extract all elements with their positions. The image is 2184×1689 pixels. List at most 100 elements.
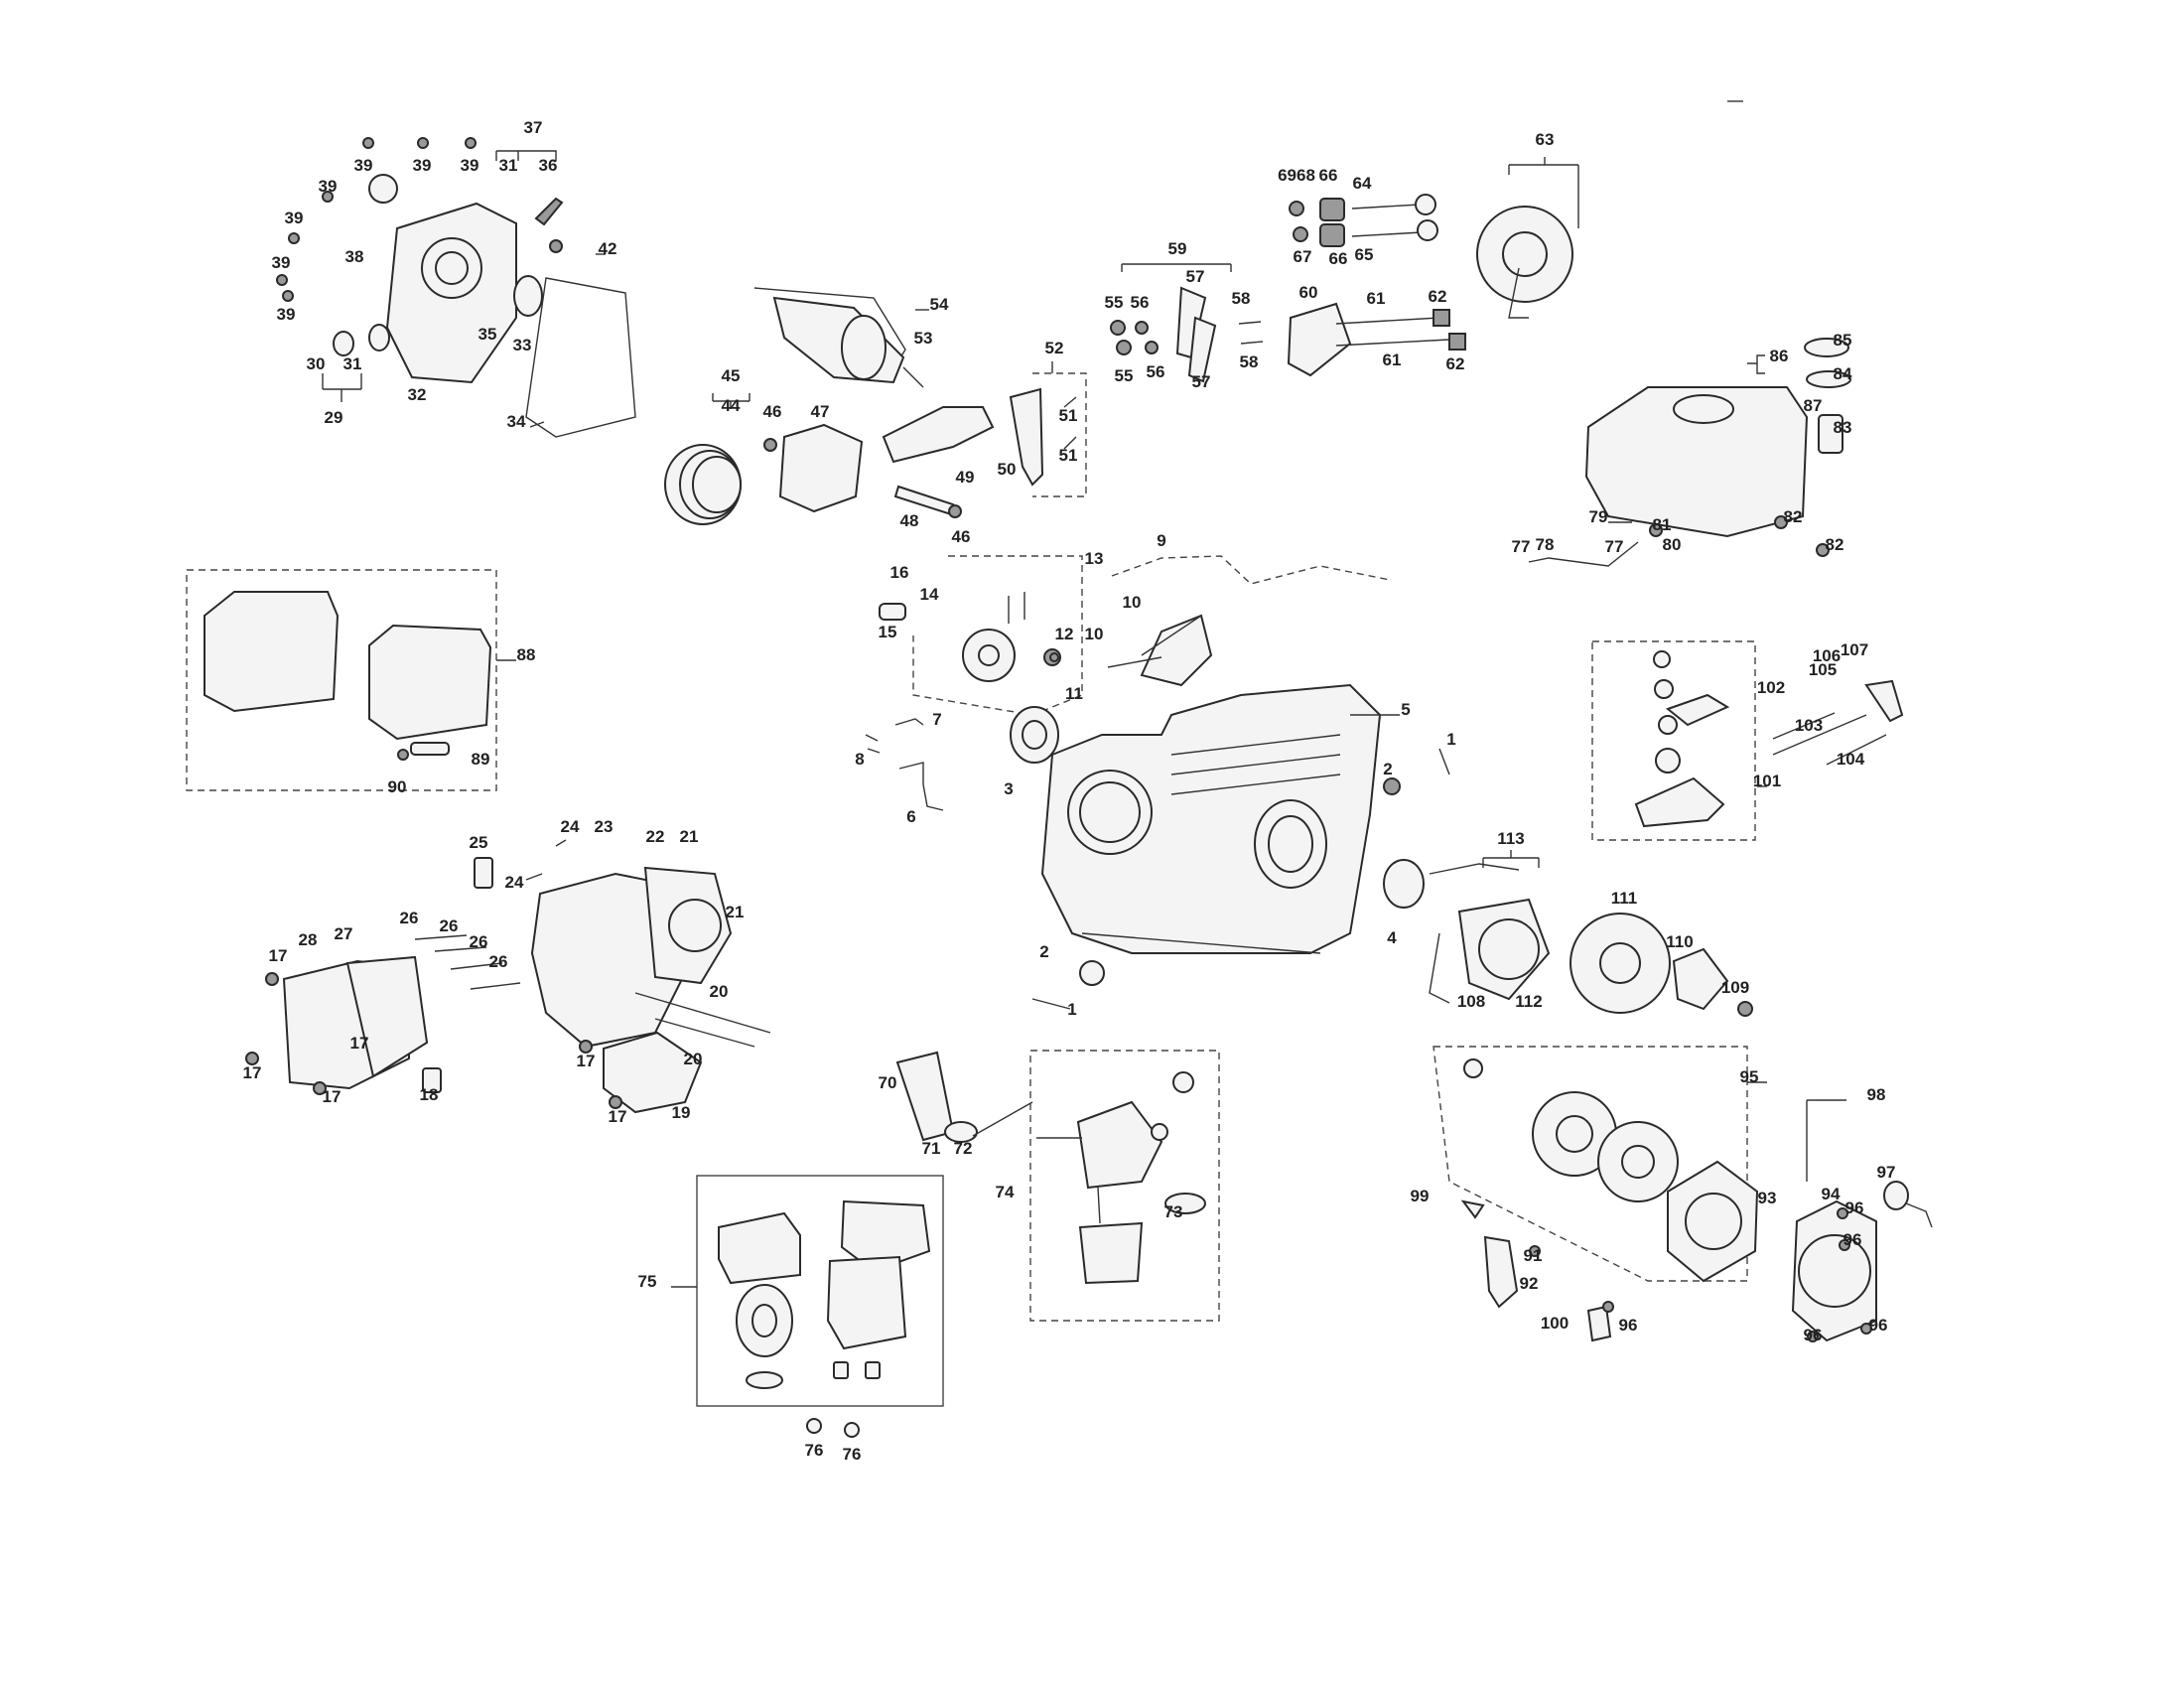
part-callout-37: 37 [524, 118, 543, 137]
air-cleaner-group-75 [671, 1175, 944, 1438]
part-callout-9: 9 [1157, 531, 1165, 550]
part-callout-88: 88 [517, 645, 536, 664]
part-callout-71: 71 [922, 1139, 941, 1158]
part-callout-26: 26 [489, 952, 508, 971]
part-callout-56: 56 [1131, 293, 1150, 312]
part-callout-93: 93 [1758, 1189, 1777, 1207]
part-callout-61: 61 [1367, 289, 1386, 308]
part-callout-39: 39 [354, 156, 373, 175]
part-callout-13: 13 [1085, 549, 1104, 568]
part-callout-6968: 6968 [1278, 166, 1315, 185]
part-callout-18: 18 [420, 1085, 439, 1104]
part-callout-17: 17 [350, 1034, 369, 1053]
part-callout-27: 27 [335, 924, 353, 943]
part-callout-29: 29 [325, 408, 343, 427]
part-callout-24: 24 [561, 817, 580, 836]
part-callout-74: 74 [996, 1183, 1015, 1201]
part-callout-109: 109 [1721, 978, 1749, 997]
part-callout-64: 64 [1353, 174, 1372, 193]
part-callout-39: 39 [319, 177, 338, 196]
part-callout-3: 3 [1004, 779, 1013, 798]
part-callout-61: 61 [1383, 351, 1402, 369]
part-callout-33: 33 [513, 336, 532, 354]
part-callout-46: 46 [763, 402, 782, 421]
part-callout-70: 70 [879, 1073, 897, 1092]
part-callout-55: 55 [1115, 366, 1134, 385]
part-callout-19: 19 [672, 1103, 691, 1122]
part-callout-110: 110 [1666, 932, 1693, 951]
part-callout-55: 55 [1105, 293, 1124, 312]
part-callout-48: 48 [900, 511, 919, 530]
air-cleaner-group-88 [186, 569, 516, 791]
part-callout-77: 77 [1512, 537, 1531, 556]
carburetor-group-74 [895, 1050, 1220, 1322]
part-callout-96: 96 [1804, 1326, 1823, 1344]
part-callout-38: 38 [345, 247, 364, 266]
part-callout-20: 20 [684, 1050, 703, 1068]
part-callout-112: 112 [1515, 992, 1542, 1011]
part-callout-81: 81 [1653, 515, 1672, 534]
part-callout-39: 39 [461, 156, 479, 175]
part-callout-20: 20 [710, 982, 729, 1001]
part-callout-24: 24 [505, 873, 524, 892]
part-callout-85: 85 [1834, 331, 1852, 350]
part-callout-82: 82 [1826, 535, 1844, 554]
part-callout-80: 80 [1663, 535, 1682, 554]
part-callout-66: 66 [1319, 166, 1338, 185]
part-callout-28: 28 [299, 930, 318, 949]
part-callout-99: 99 [1411, 1187, 1430, 1205]
part-callout-7: 7 [932, 710, 941, 729]
part-callout-66: 66 [1329, 249, 1348, 268]
part-callout-65: 65 [1355, 245, 1374, 264]
part-callout-100: 100 [1541, 1314, 1569, 1333]
part-callout-10: 10 [1123, 593, 1142, 612]
part-callout-86: 86 [1770, 347, 1789, 365]
part-callout-34: 34 [507, 412, 526, 431]
part-callout-46: 46 [952, 527, 971, 546]
part-callout-75: 75 [638, 1272, 657, 1291]
part-callout-42: 42 [599, 239, 617, 258]
part-callout-89: 89 [472, 750, 490, 769]
part-callout-17: 17 [243, 1063, 262, 1082]
part-callout-91: 91 [1524, 1246, 1543, 1265]
part-callout-97: 97 [1877, 1163, 1896, 1182]
part-callout-76: 76 [805, 1441, 824, 1460]
part-callout-104: 104 [1837, 750, 1865, 769]
part-callout-77: 77 [1605, 537, 1624, 556]
part-callout-26: 26 [470, 932, 488, 951]
part-callout-11: 11 [1065, 684, 1083, 703]
part-callout-52: 52 [1045, 339, 1064, 357]
part-callout-82: 82 [1784, 507, 1803, 526]
part-callout-26: 26 [400, 909, 419, 927]
part-callout-30: 30 [307, 354, 326, 373]
part-callout-63: 63 [1536, 130, 1555, 149]
cylinder-head-group [245, 839, 771, 1114]
part-callout-62: 62 [1429, 287, 1447, 306]
flywheel-ignition-group [1383, 850, 1753, 1017]
part-callout-62: 62 [1446, 354, 1465, 373]
part-callout-96: 96 [1869, 1316, 1888, 1335]
part-callout-21: 21 [726, 903, 745, 921]
part-callout-45: 45 [722, 366, 741, 385]
part-callout-26: 26 [440, 916, 459, 935]
cylinder-block [1031, 683, 1450, 1010]
part-callout-32: 32 [408, 385, 427, 404]
part-callout-36: 36 [539, 156, 558, 175]
governor-group [865, 555, 1391, 811]
part-callout-54: 54 [930, 295, 949, 314]
part-callout-14: 14 [920, 585, 939, 604]
part-callout-47: 47 [811, 402, 830, 421]
part-callout-98: 98 [1867, 1085, 1886, 1104]
part-callout-67: 67 [1294, 247, 1312, 266]
part-callout-50: 50 [998, 460, 1017, 479]
part-callout-25: 25 [470, 833, 488, 852]
part-callout-103: 103 [1795, 716, 1823, 735]
part-callout-113: 113 [1497, 829, 1524, 848]
part-callout-102: 102 [1757, 678, 1785, 697]
part-callout-105: 105 [1809, 660, 1837, 679]
part-callout-96: 96 [1619, 1316, 1638, 1335]
part-callout-111: 111 [1611, 889, 1638, 908]
part-callout-10: 10 [1085, 625, 1104, 643]
part-callout-49: 49 [956, 468, 975, 487]
